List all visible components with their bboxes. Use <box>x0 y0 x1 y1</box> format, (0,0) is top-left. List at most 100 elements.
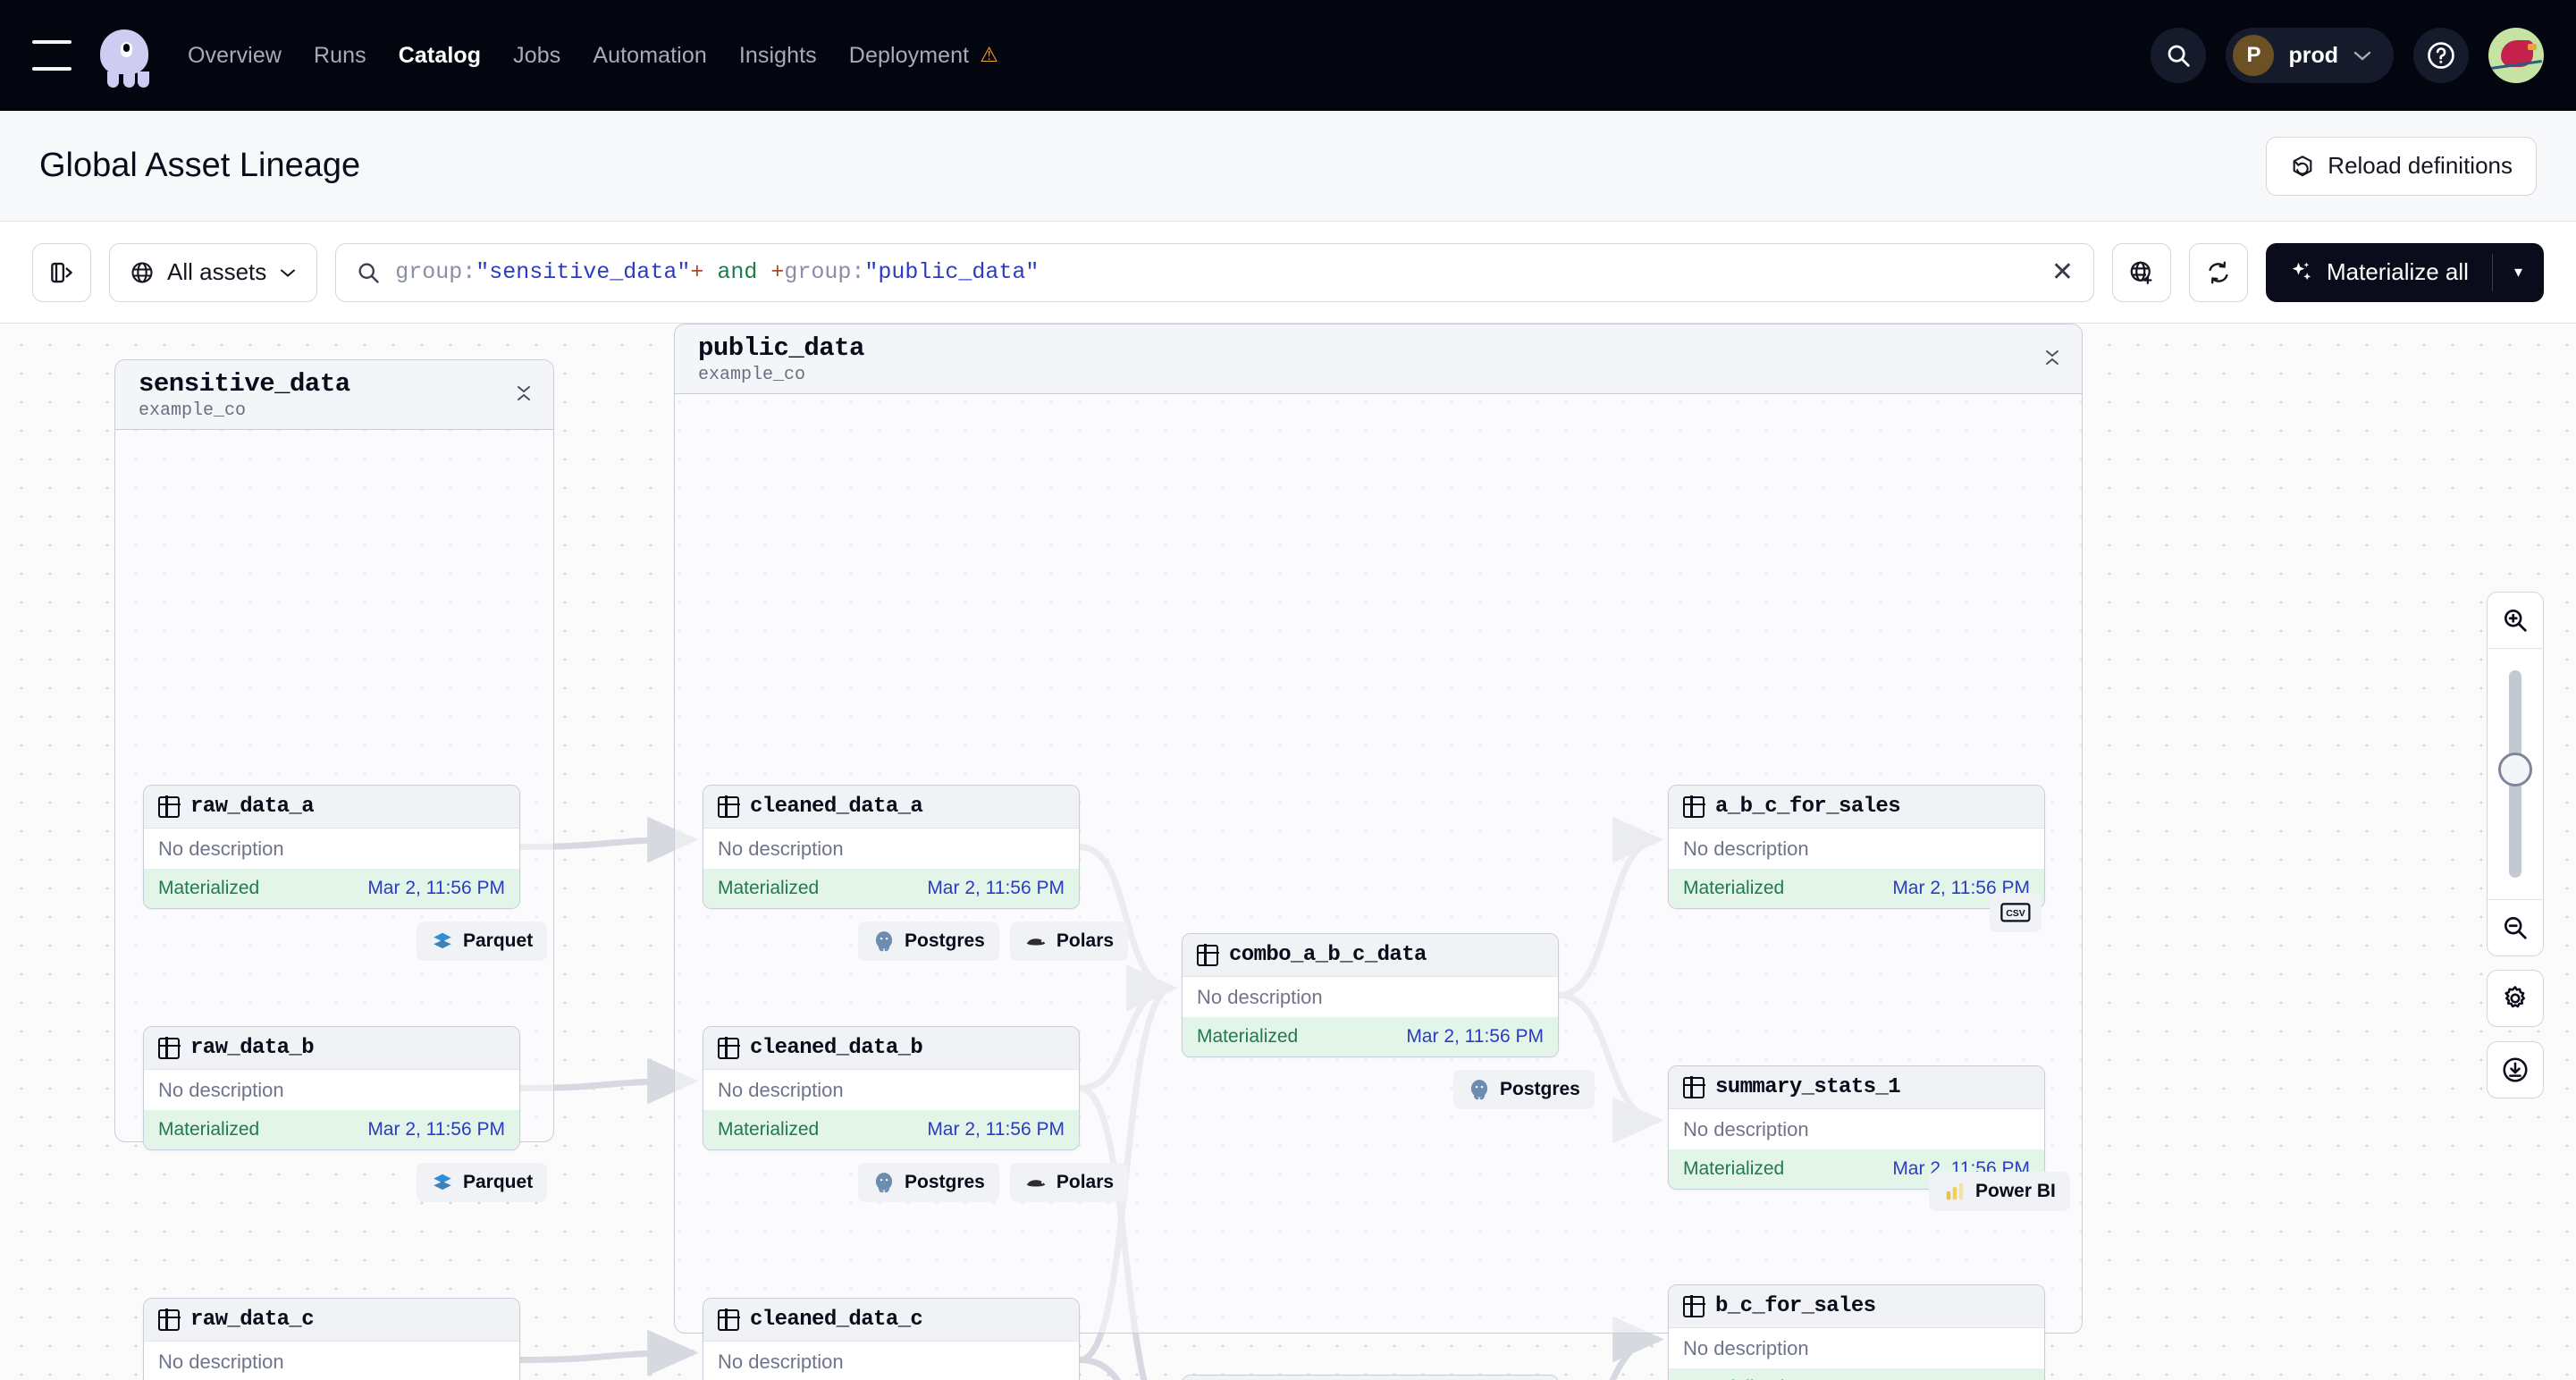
asset-badge-label: Postgres <box>905 930 985 951</box>
download-icon <box>2503 1057 2528 1082</box>
asset-node-header: raw_data_c <box>144 1299 519 1342</box>
asset-badge[interactable]: Postgres <box>858 1163 999 1202</box>
asset-badge-label: Postgres <box>1500 1079 1580 1099</box>
asset-node-status-label: Materialized <box>158 878 260 898</box>
nav-link-deployment[interactable]: Deployment⚠ <box>849 43 998 69</box>
materialize-all-button[interactable]: Materialize all ▾ <box>2266 242 2544 302</box>
collapse-group-icon[interactable] <box>514 382 534 405</box>
refresh-icon[interactable] <box>2189 242 2248 302</box>
dagster-logo-icon[interactable] <box>97 28 152 88</box>
csv-icon: CSV <box>2000 901 2031 924</box>
table-icon <box>1196 944 1219 966</box>
asset-badge[interactable]: Parquet <box>417 1163 548 1202</box>
gear-icon <box>2504 986 2525 1008</box>
globe-add-icon[interactable] <box>2112 242 2171 302</box>
graph-settings-button[interactable] <box>2487 970 2544 1027</box>
help-icon[interactable] <box>2413 28 2469 83</box>
asset-search-query[interactable]: group:"sensitive_data"+ and +group:"publ… <box>395 259 1039 285</box>
nav-link-overview[interactable]: Overview <box>188 42 282 68</box>
asset-badge-label: Parquet <box>463 930 534 951</box>
table-icon <box>157 795 181 818</box>
asset-scope-filter-label: All assets <box>167 258 267 285</box>
asset-badge[interactable]: Postgres <box>858 921 999 961</box>
nav-link-catalog[interactable]: Catalog <box>398 42 482 68</box>
zoom-in-icon[interactable] <box>2488 593 2543 648</box>
asset-node-title: combo_a_b_c_data <box>1229 943 1427 967</box>
asset-scope-filter[interactable]: All assets <box>109 242 318 302</box>
asset-badge[interactable]: Polars <box>1009 1163 1129 1202</box>
asset-badge-label: Power BI <box>1975 1181 2056 1201</box>
divider <box>2491 253 2493 291</box>
zoom-out-icon[interactable] <box>2488 900 2543 955</box>
asset-node-description: No description <box>1683 837 1809 860</box>
asset-search-bar[interactable]: group:"sensitive_data"+ and +group:"publ… <box>335 242 2094 302</box>
main-nav-links: Overview Runs Catalog Jobs Automation In… <box>188 43 998 69</box>
asset-node-header: combo_a_b_c_data <box>1183 934 1558 977</box>
postgres-icon <box>1468 1078 1491 1101</box>
chevron-down-icon <box>281 269 296 277</box>
postgres-icon <box>872 1171 896 1194</box>
polars-icon <box>1024 1171 1048 1194</box>
table-icon <box>1682 1076 1705 1098</box>
asset-node[interactable]: raw_data_cNo descriptionMaterializedMar … <box>143 1298 520 1380</box>
zoom-controls[interactable] <box>2487 592 2544 956</box>
polars-icon <box>1024 930 1048 953</box>
query-token: group: <box>395 259 476 285</box>
clear-search-icon[interactable]: ✕ <box>2050 257 2074 287</box>
asset-badge-row: Postgres Polars <box>858 921 1129 961</box>
asset-node-description: No description <box>718 837 844 860</box>
asset-node-header: raw_data_a <box>144 786 519 829</box>
hamburger-menu-icon[interactable] <box>32 40 72 71</box>
user-avatar[interactable] <box>2488 28 2544 83</box>
page-header: Global Asset Lineage Reload definitions <box>0 111 2576 222</box>
asset-badge[interactable]: Power BI <box>1929 1172 2070 1211</box>
nav-link-runs[interactable]: Runs <box>314 42 366 68</box>
nav-link-automation[interactable]: Automation <box>593 42 707 68</box>
asset-group-code-location: example_co <box>698 365 806 385</box>
postgres-icon <box>872 930 896 953</box>
asset-badge[interactable]: CSV <box>1990 893 2041 932</box>
asset-badge-row: Power BI <box>1929 1172 2070 1211</box>
asset-badge[interactable]: Parquet <box>417 921 548 961</box>
collapse-group-icon[interactable] <box>2042 346 2062 369</box>
reload-definitions-icon <box>2293 155 2312 176</box>
asset-node-title: cleaned_data_a <box>750 795 923 819</box>
deployment-selector[interactable]: P prod <box>2226 28 2394 83</box>
divider <box>2488 648 2543 649</box>
reload-definitions-button[interactable]: Reload definitions <box>2266 136 2537 196</box>
nav-link-insights[interactable]: Insights <box>738 42 817 68</box>
globe-icon <box>131 261 153 283</box>
lineage-edge <box>519 1329 699 1376</box>
zoom-slider-thumb[interactable] <box>2498 753 2532 787</box>
asset-group-name: sensitive_data <box>139 369 350 399</box>
download-graph-button[interactable] <box>2487 1041 2544 1098</box>
materialize-dropdown-caret[interactable]: ▾ <box>2513 263 2522 281</box>
asset-badge[interactable]: Polars <box>1009 921 1129 961</box>
asset-badge-row: Parquet <box>417 921 548 961</box>
zoom-slider[interactable] <box>2488 649 2543 899</box>
asset-badge[interactable]: Postgres <box>1453 1070 1595 1109</box>
nav-link-jobs[interactable]: Jobs <box>513 42 561 68</box>
search-icon[interactable] <box>2151 28 2207 83</box>
asset-node[interactable]: cleaned_data_cNo descriptionMaterialized… <box>703 1298 1080 1380</box>
asset-badge-row: Postgres <box>1453 1070 1595 1109</box>
query-token: group: <box>784 259 865 285</box>
expand-sidebar-icon[interactable] <box>32 242 91 302</box>
parquet-icon <box>431 1171 454 1194</box>
asset-node-timestamp: Mar 2, 11:56 PM <box>367 878 505 898</box>
